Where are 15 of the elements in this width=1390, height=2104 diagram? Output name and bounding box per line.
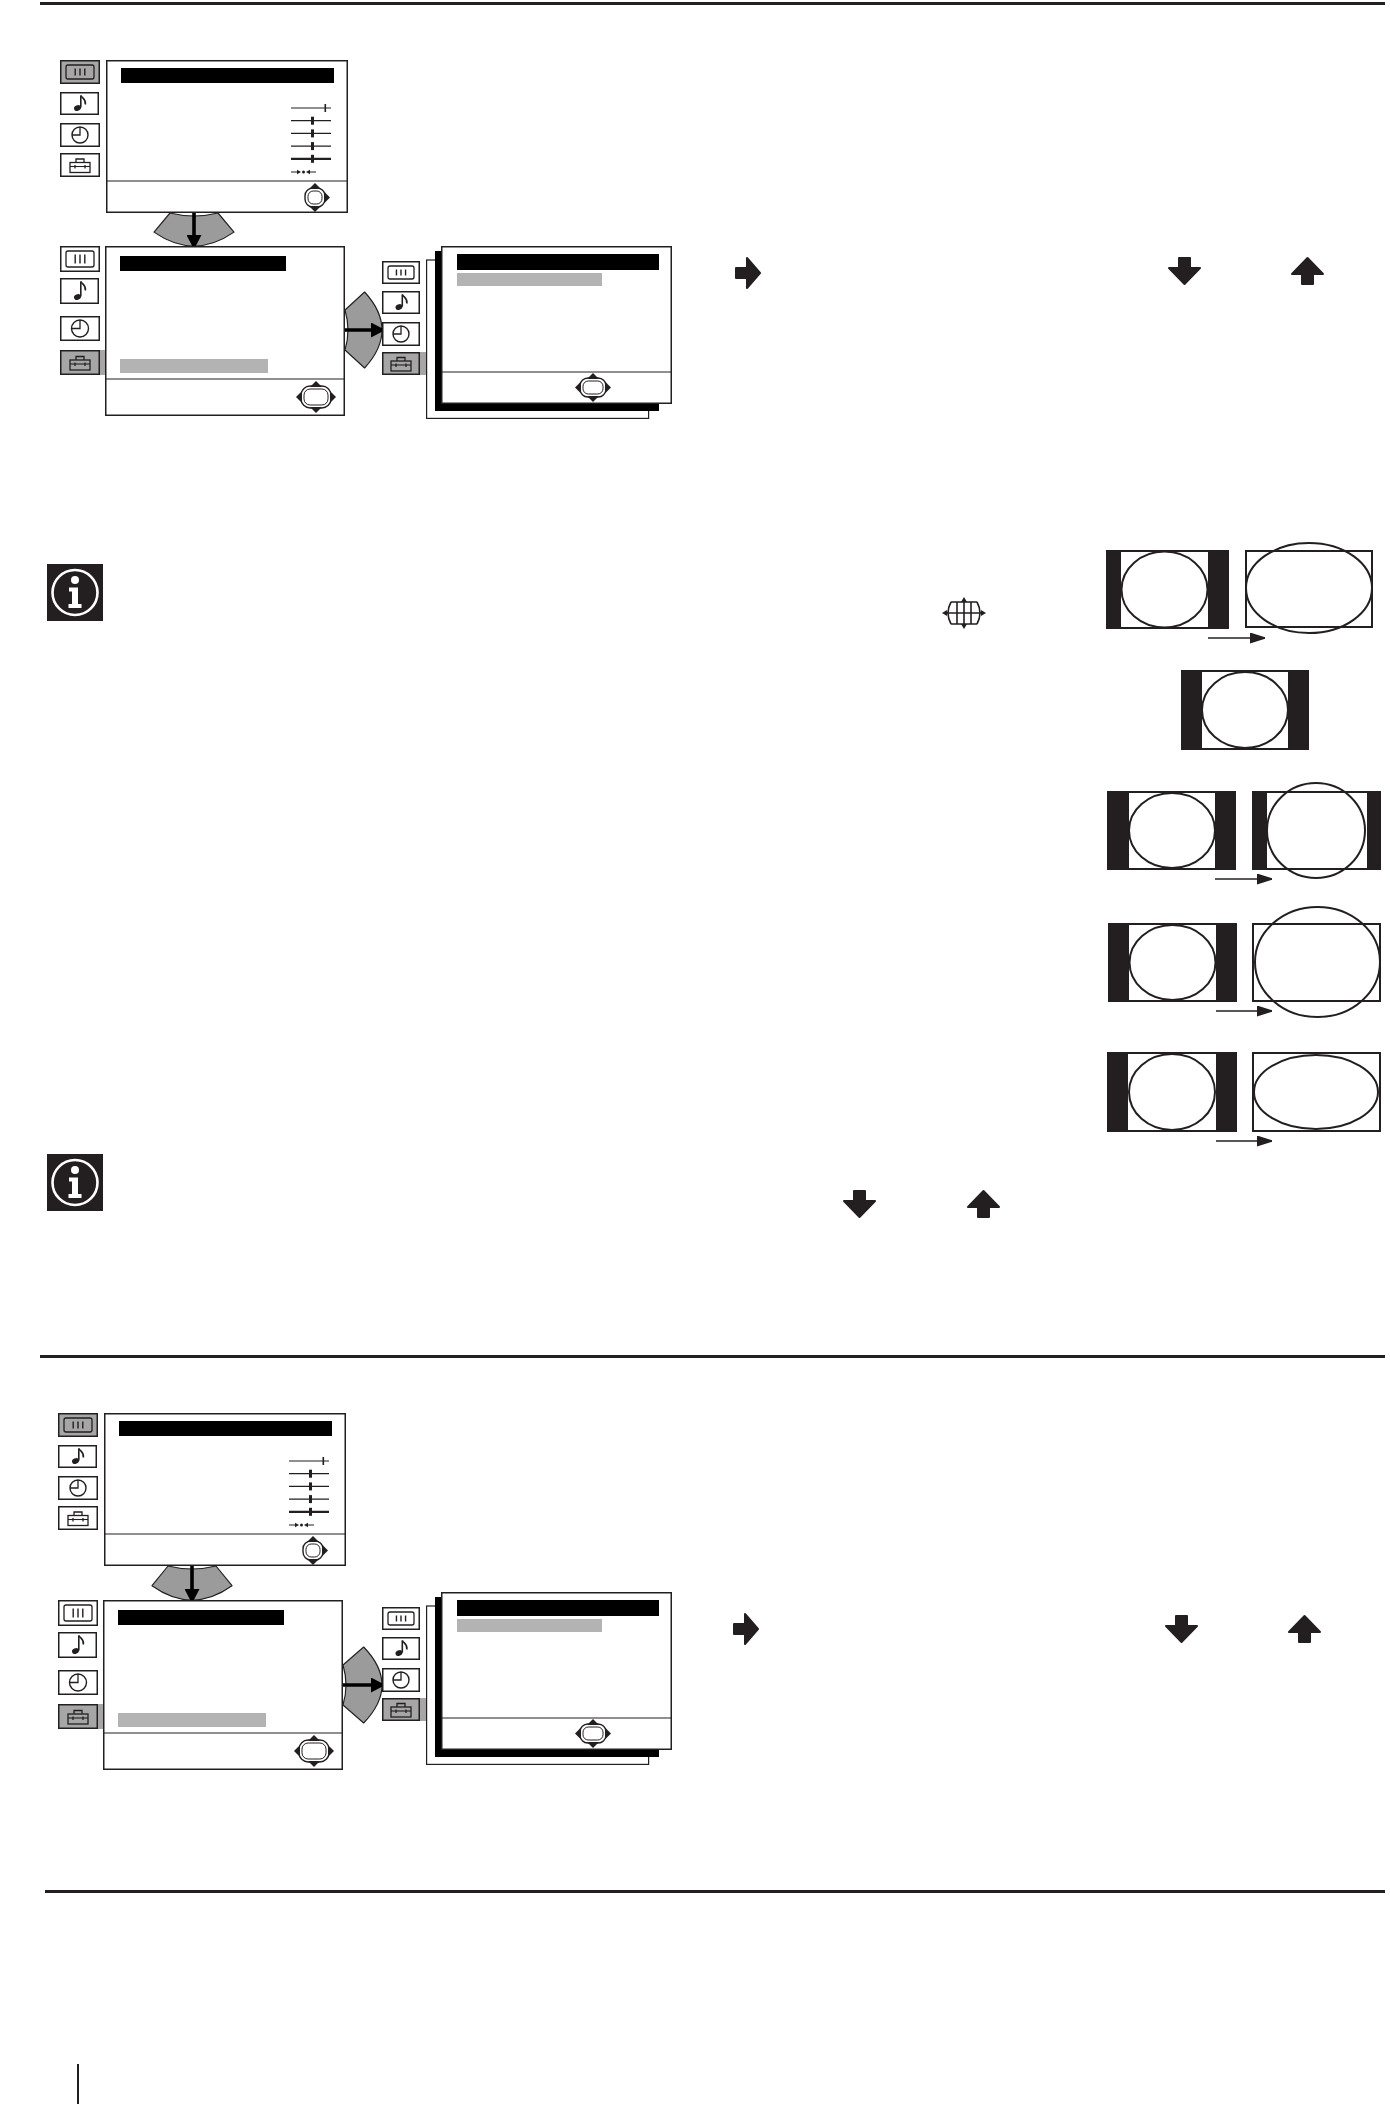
tv-screen-drawing <box>1107 1052 1237 1132</box>
tv-screen-drawing <box>1252 906 1381 1018</box>
menu-screen <box>58 1600 343 1770</box>
tv-screen-drawing <box>1106 550 1229 629</box>
tv-screen-drawing <box>1108 923 1237 1002</box>
menu-screen <box>60 60 348 213</box>
tv-screen-drawing <box>1181 670 1309 750</box>
tv-screen-drawing <box>1252 1052 1381 1132</box>
tv-screen-drawing <box>1245 542 1373 634</box>
menu-screen <box>58 1413 346 1566</box>
tv-screen-drawing <box>1252 782 1381 879</box>
tv-screen-drawing <box>1107 791 1236 870</box>
menu-screen <box>382 246 672 419</box>
menu-screen <box>382 1592 672 1765</box>
menu-screen <box>60 246 345 416</box>
